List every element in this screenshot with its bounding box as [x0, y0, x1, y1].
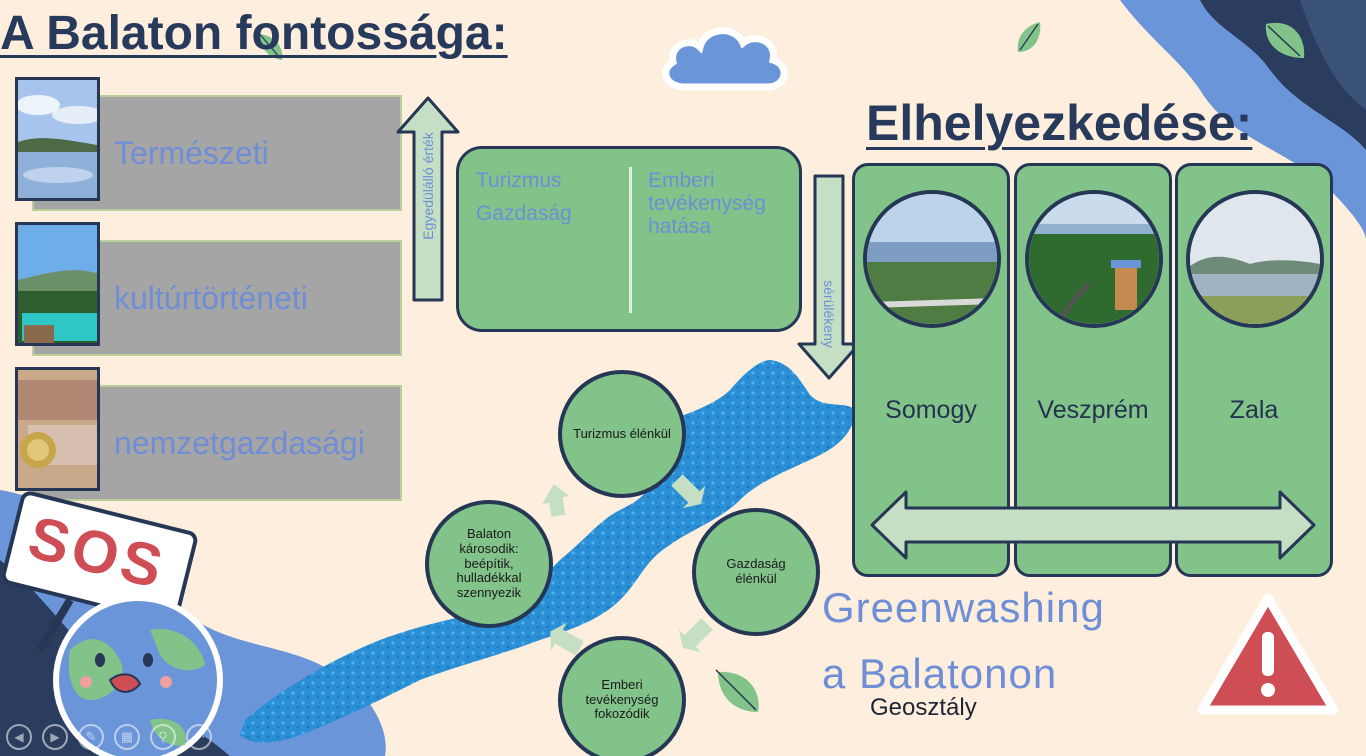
panel-text-line3: hatása: [648, 215, 712, 238]
next-slide-icon[interactable]: ▶: [42, 724, 68, 750]
zala-landscape-photo: [1186, 190, 1324, 328]
panel-divider: [629, 167, 632, 313]
arrow-up-shape: [396, 96, 460, 302]
panel-text-line1: Emberi: [648, 169, 715, 192]
slides-grid-icon[interactable]: ▦: [114, 724, 140, 750]
leaf-icon: [1265, 22, 1305, 58]
cycle-node-balaton: Balaton károsodik: beépítik, hulladékkal…: [425, 500, 553, 628]
cycle-node-emberi: Emberi tevékenység fokozódik: [558, 636, 686, 756]
category-label: nemzetgazdasági: [114, 424, 365, 461]
lake-landscape-photo: [15, 77, 100, 201]
warning-icon: [1197, 593, 1339, 715]
previous-slide-icon[interactable]: ◀: [6, 724, 32, 750]
cycle-node-turizmus: Turizmus élénkül: [558, 370, 686, 498]
somogy-landscape-photo: [863, 190, 1001, 328]
pen-icon[interactable]: ✎: [78, 724, 104, 750]
slideshow-controls: ◀ ▶ ✎ ▦ ⚲ ⋯: [6, 724, 212, 750]
veszprem-landscape-photo: [1025, 190, 1163, 328]
location-title: Elhelyezkedése:: [866, 95, 1253, 151]
arrow-down-shape: [797, 174, 861, 380]
panel-item-gazdasag: Gazdaság: [476, 202, 572, 225]
impact-panel: Turizmus Gazdaság Emberi tevékenység hat…: [456, 146, 802, 332]
leaf-icon: [257, 31, 283, 60]
panel-text-line2: tevékenység: [648, 192, 766, 215]
money-coins-photo: [15, 367, 100, 491]
author-label: Geosztály: [870, 694, 977, 721]
category-label: kultúrtörténeti: [114, 279, 308, 316]
greenwashing-subtitle: a Balatonon: [822, 650, 1058, 697]
leaf-icon: [715, 669, 759, 712]
county-label: Somogy: [885, 396, 977, 424]
panel-item-turizmus: Turizmus: [476, 169, 562, 192]
county-label: Veszprém: [1037, 396, 1149, 424]
category-label: Természeti: [114, 134, 269, 171]
leaf-icon: [1017, 22, 1041, 52]
county-label: Zala: [1229, 396, 1279, 424]
zoom-icon[interactable]: ⚲: [150, 724, 176, 750]
cycle-node-gazdasag: Gazdaság élénkül: [692, 508, 820, 636]
resort-pool-photo: [15, 222, 100, 346]
greenwashing-title: Greenwashing: [822, 584, 1105, 631]
more-options-icon[interactable]: ⋯: [186, 724, 212, 750]
page-title: A Balaton fontossága:: [0, 7, 508, 60]
double-arrow-shape: [870, 490, 1316, 560]
cloud-icon: [662, 27, 788, 91]
